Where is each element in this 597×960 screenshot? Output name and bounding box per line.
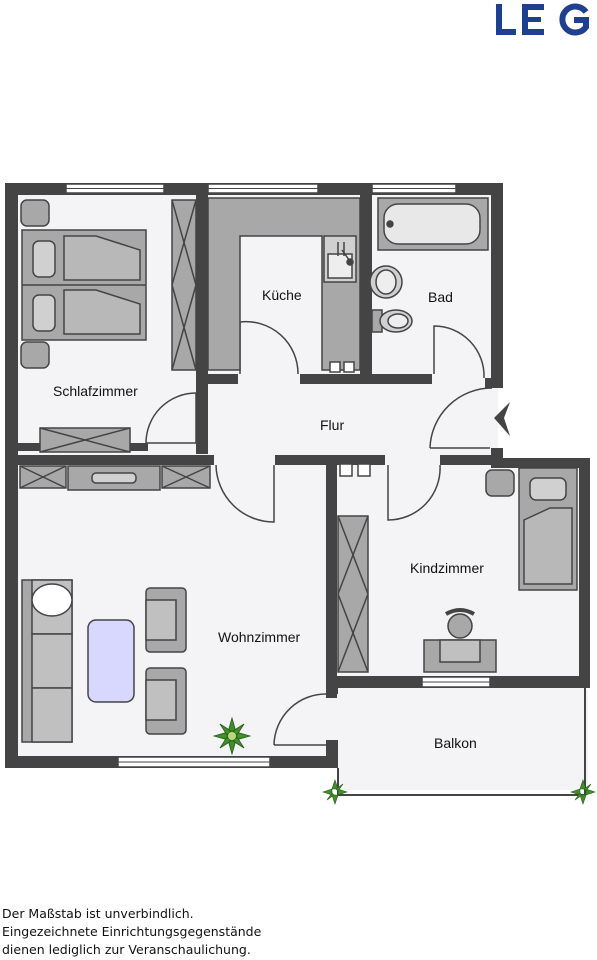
wall-kueche-bad-flur: [300, 374, 432, 384]
kinderzimmer-wall-top: [491, 458, 590, 468]
kinderzimmer-wall-right: [579, 458, 590, 688]
door-balkon: [273, 693, 329, 746]
footnote: Der Maßstab ist unverbindlich. Eingezeic…: [2, 905, 402, 959]
label-balkon: Balkon: [434, 735, 477, 751]
entrance-arrow-icon: [494, 402, 510, 436]
wall-schlaf-kueche: [196, 183, 208, 383]
wall-kueche-bad: [360, 195, 372, 380]
plant-icon: [212, 716, 252, 756]
plant-balkon-left-icon: [322, 779, 348, 805]
wardrobe-kindzimmer: [337, 515, 369, 673]
label-wohnzimmer: Wohnzimmer: [218, 629, 301, 645]
footnote-line: Eingezeichnete Einrichtungsgegenstände: [2, 924, 262, 939]
door-kindzimmer: [387, 464, 441, 521]
leg-logo: [496, 3, 589, 36]
lamp-icon: [31, 583, 73, 617]
wardrobe-schlafzimmer: [171, 199, 197, 371]
label-schlafzimmer: Schlafzimmer: [53, 383, 138, 399]
coffee-table: [87, 619, 135, 703]
tv-icon: [91, 472, 137, 484]
wall-flur-wohn-right: [275, 455, 385, 465]
footnote-line: dienen lediglich zur Veranschaulichung.: [2, 942, 251, 957]
door-wohnzimmer: [215, 464, 275, 523]
balkon-floor: [338, 690, 588, 790]
outer-wall-right-upper: [491, 183, 503, 388]
nightstand-bottom: [20, 341, 50, 369]
plant-balkon-right-icon: [570, 779, 596, 805]
door-kueche: [239, 320, 299, 375]
label-kueche: Küche: [262, 287, 302, 303]
door-bad: [433, 325, 485, 379]
wall-wohn-kind: [326, 458, 337, 698]
door-entrance: [429, 387, 493, 449]
label-kindzimmer: Kindzimmer: [410, 560, 484, 576]
door-schlafzimmer: [145, 392, 197, 444]
outer-wall-left: [5, 183, 18, 768]
kitchen-counter: [207, 197, 361, 371]
chair-icon: [447, 613, 473, 639]
label-bad: Bad: [428, 289, 453, 305]
nightstand-top: [20, 199, 50, 227]
nightstand-kindzimmer: [485, 469, 515, 497]
wall-flur-wohn-left: [18, 455, 214, 465]
floor-plan: Schlafzimmer Küche Bad Flur Wohnzimmer K…: [5, 183, 596, 805]
footnote-line: Der Maßstab ist unverbindlich.: [2, 906, 194, 921]
label-flur: Flur: [320, 417, 344, 433]
